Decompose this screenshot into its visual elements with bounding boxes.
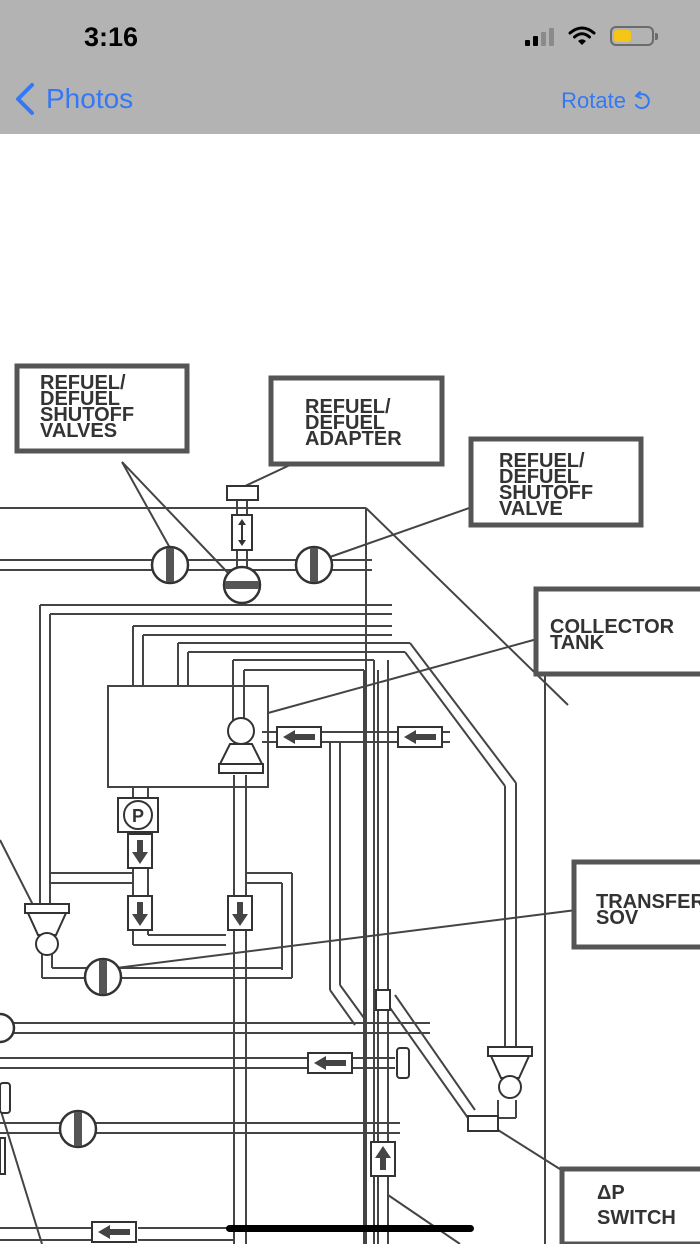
label-dp-2: SWITCH [597, 1207, 676, 1229]
back-button[interactable]: Photos [14, 82, 133, 116]
check-valve-left-2 [397, 726, 443, 748]
status-icons [525, 26, 658, 46]
label-refuel-valves-1: REFUEL/ [40, 372, 126, 394]
label-refuel-valve-1: REFUEL/ [499, 450, 585, 472]
label-refuel-valves-2: DEFUEL [40, 388, 120, 410]
side-port [396, 1047, 410, 1079]
rotate-button[interactable]: Rotate [561, 88, 652, 114]
check-valve-down-3 [227, 895, 253, 931]
label-transfer-2: SOV [596, 907, 639, 929]
label-adapter-2: DEFUEL [305, 412, 385, 434]
rotate-label: Rotate [561, 88, 626, 113]
dp-switch-sensor [467, 1115, 499, 1132]
jet-pump-collector [218, 717, 264, 774]
left-edge-port [0, 1082, 11, 1114]
shutoff-valve-center [222, 565, 262, 605]
label-adapter-3: ADAPTER [305, 428, 402, 450]
check-valve-down-1 [127, 833, 153, 869]
rotate-icon [635, 91, 650, 110]
transfer-valve [83, 957, 123, 997]
shutoff-valve-left [150, 545, 190, 585]
wifi-icon [568, 26, 596, 45]
chevron-left-icon [16, 83, 34, 115]
check-valve-down-2 [127, 895, 153, 931]
label-collector-2: TANK [550, 632, 605, 654]
battery-icon [610, 26, 658, 46]
shutoff-valve-right [294, 545, 334, 585]
status-time: 3:16 [84, 22, 139, 52]
label-collector-1: COLLECTOR [550, 616, 675, 638]
left-edge-box [0, 1137, 6, 1175]
jet-pump-left [24, 903, 70, 956]
lower-valve [58, 1109, 98, 1149]
refuel-adapter [226, 485, 259, 551]
left-edge-valve [0, 1012, 16, 1044]
check-valve-left-3 [307, 1052, 353, 1074]
cellular-signal-icon [525, 26, 554, 46]
back-label: Photos [46, 83, 134, 114]
label-transfer-1: TRANSFER [596, 891, 700, 913]
home-indicator[interactable] [226, 1225, 474, 1232]
label-refuel-valve-2: DEFUEL [499, 466, 579, 488]
check-valve-left-1 [276, 726, 322, 748]
label-refuel-valves-3: SHUTOFF [40, 404, 134, 426]
label-dp-1: ΔP [597, 1182, 625, 1204]
jet-pump-right [487, 1046, 533, 1099]
label-adapter-1: REFUEL/ [305, 396, 391, 418]
top-bar: 3:16 Photos Rotate [0, 0, 700, 134]
label-refuel-valve-3: SHUTOFF [499, 482, 593, 504]
pump: P [117, 797, 159, 833]
check-valve-left-4 [91, 1221, 137, 1243]
coupling [375, 989, 391, 1011]
check-valve-up [370, 1141, 396, 1177]
label-refuel-valves-4: VALVES [40, 420, 117, 442]
fuel-system-diagram[interactable]: REFUEL/ DEFUEL SHUTOFF VALVES REFUEL/ DE… [0, 134, 700, 1244]
label-refuel-valve-4: VALVE [499, 498, 563, 520]
pump-label: P [132, 806, 144, 826]
